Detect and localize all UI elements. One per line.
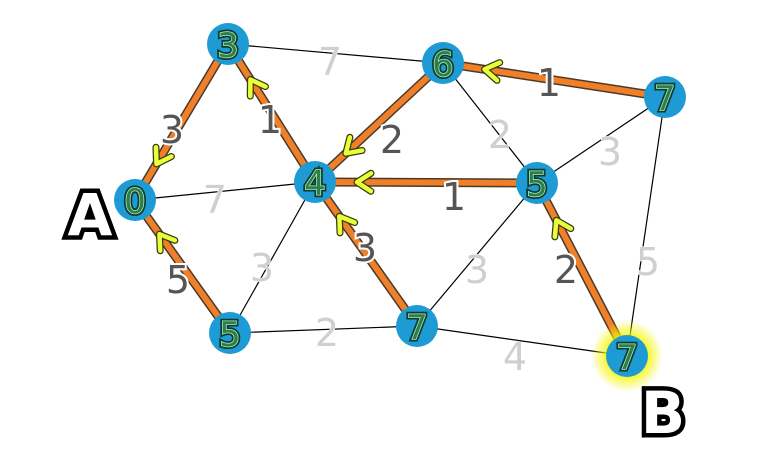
edge-weight-label: 3 xyxy=(160,108,184,152)
edge-weight-label: 2 xyxy=(380,118,404,162)
edge-weight-label: 7 xyxy=(318,40,342,84)
start-label: A xyxy=(68,181,113,249)
arrow-chevron-icon xyxy=(354,171,374,194)
node-label-outline: 7 xyxy=(406,308,428,348)
arrow-chevron-icon xyxy=(337,214,357,236)
arrow-chevron-icon xyxy=(157,231,178,254)
arrow-chevron-icon xyxy=(343,135,365,156)
direction-arrows xyxy=(152,59,575,255)
node-label-outline: 3 xyxy=(217,26,239,66)
path-edge xyxy=(312,60,446,185)
node-label-outline: 0 xyxy=(124,182,146,222)
graph-edge xyxy=(442,62,538,184)
edge-weight-label: 4 xyxy=(503,335,527,379)
graph-node xyxy=(422,42,464,84)
edge-weight-label: 3 xyxy=(353,226,377,270)
node-label: 7 xyxy=(654,79,676,119)
node-label-outline: 5 xyxy=(219,315,241,355)
path-edge xyxy=(132,197,233,336)
graph-node xyxy=(396,305,438,347)
graph-node xyxy=(644,76,686,118)
graph-node xyxy=(114,179,156,221)
node-label-outline: 7 xyxy=(654,79,676,119)
path-edge xyxy=(312,179,420,329)
graph-edge xyxy=(227,43,444,64)
graph-node xyxy=(209,312,251,354)
graph-edge xyxy=(626,96,666,357)
graph-node xyxy=(207,23,249,65)
edge-weight-label: 1 xyxy=(258,98,282,142)
shortest-path-edges xyxy=(130,39,670,361)
graph-node xyxy=(516,162,558,204)
endpoint-labels: AB xyxy=(63,177,690,452)
edge-weight-label: 5 xyxy=(636,240,660,284)
edge-weight-label: 3 xyxy=(598,130,622,174)
edge-weight-label: 7 xyxy=(203,178,227,222)
graph-edge xyxy=(134,181,316,201)
edge-weight-label: 3 xyxy=(465,248,489,292)
arrow-chevron-icon xyxy=(153,145,174,167)
edge-weight-label: 5 xyxy=(166,258,190,302)
node-label: 5 xyxy=(219,315,241,355)
edge-weight-label: 3 xyxy=(250,246,274,290)
edge-weight-label: 2 xyxy=(554,248,578,292)
graph-edge xyxy=(536,96,666,184)
graph-edge xyxy=(229,181,316,334)
node-label: 6 xyxy=(432,45,454,85)
arrow-chevron-icon xyxy=(482,60,502,83)
graph-node xyxy=(294,161,336,203)
path-edge xyxy=(225,41,318,185)
node-label-outline: 6 xyxy=(432,45,454,85)
edge-weight-label: 2 xyxy=(488,113,512,157)
node-label: 5 xyxy=(526,165,548,205)
path-edge xyxy=(312,179,540,186)
edge-weight-label: 2 xyxy=(315,311,339,355)
edge-weight-label: 1 xyxy=(537,61,561,105)
non-path-edges xyxy=(134,43,666,357)
edge-weight-label: 1 xyxy=(442,175,466,219)
node-label: 0 xyxy=(124,182,146,222)
arrow-chevron-icon xyxy=(552,218,574,240)
end-label: B xyxy=(641,379,685,447)
node-label-outline: 7 xyxy=(616,338,638,378)
path-edge xyxy=(132,41,231,203)
node-label: 7 xyxy=(616,338,638,378)
graph-node xyxy=(606,335,648,377)
graph-edge xyxy=(229,325,418,334)
graph-edge xyxy=(416,182,538,327)
node-label-outline: 5 xyxy=(526,165,548,205)
node-label: 3 xyxy=(217,26,239,66)
path-edge xyxy=(440,60,668,100)
node-label: 7 xyxy=(406,308,428,348)
node-label-outline: 4 xyxy=(304,164,326,204)
node-label: 4 xyxy=(304,164,326,204)
arrow-chevron-icon xyxy=(248,77,268,99)
